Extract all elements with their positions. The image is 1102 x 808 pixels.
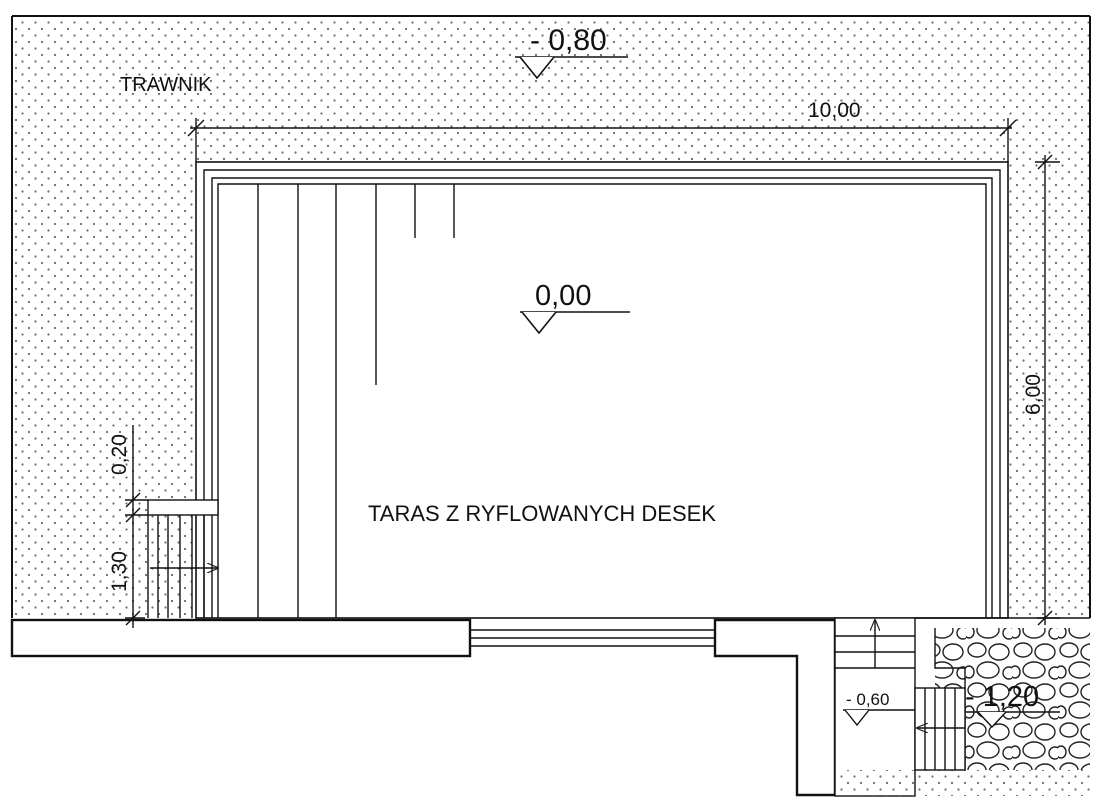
- terrace-level-label: 0,00: [535, 280, 591, 312]
- lawn-level-label: - 0,80: [530, 24, 607, 57]
- house-wall: [10, 618, 837, 797]
- deck-boards: [257, 184, 455, 618]
- terrace-outline: [195, 161, 1009, 619]
- step-a-dimension-label: 0,20: [108, 434, 131, 475]
- left-steps: [147, 499, 218, 618]
- lower-area: [834, 617, 1090, 797]
- dimension-width: [187, 118, 1017, 162]
- lower-level-label: - 1,20: [965, 681, 1039, 713]
- level-marker-stair: [843, 709, 915, 727]
- dimension-depth: [1035, 154, 1060, 626]
- level-marker-lower: [965, 711, 1060, 729]
- step-b-dimension-label: 1,30: [108, 551, 131, 592]
- terrace-label: TARAS Z RYFLOWANYCH DESEK: [368, 501, 716, 526]
- level-marker-terrace: [520, 311, 630, 335]
- depth-dimension-label: 6,00: [1022, 374, 1045, 415]
- width-dimension-label: 10,00: [808, 99, 861, 122]
- lawn-label: TRAWNIK: [120, 74, 212, 96]
- dimension-steps: [125, 425, 148, 628]
- stair-level-label: - 0,60: [846, 690, 889, 709]
- level-marker-lawn: [515, 56, 628, 80]
